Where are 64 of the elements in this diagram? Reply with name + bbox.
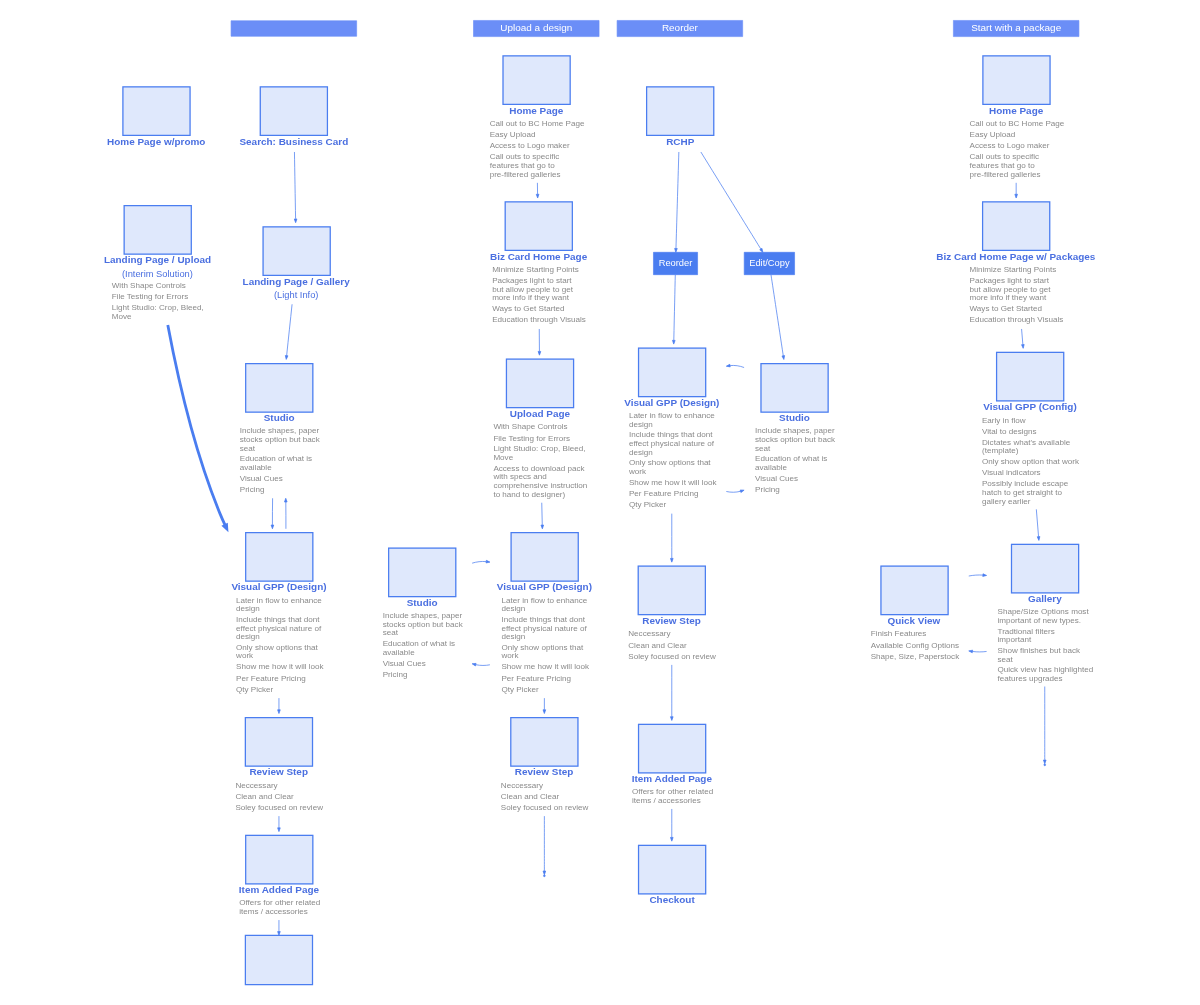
arrow	[542, 697, 547, 714]
arrow	[725, 489, 745, 493]
node-label: Item Added Page	[631, 773, 712, 785]
node-box: Upload a design	[473, 20, 600, 37]
arrow	[540, 502, 544, 530]
arrow	[277, 815, 281, 832]
node-label: (Interim Solution)	[121, 268, 193, 279]
node-label: Search: Business Card	[239, 135, 349, 147]
node-label: Visual GPP (Config)	[983, 401, 1077, 413]
node-label: Home Page w/promo	[107, 135, 206, 147]
node-box	[244, 934, 314, 986]
arrow	[277, 919, 281, 936]
arrow	[1021, 328, 1025, 349]
node-label: Visual GPP (Design)	[496, 581, 592, 593]
arrow	[166, 324, 229, 533]
node-label: Review Step	[514, 766, 574, 778]
node-bar	[230, 20, 357, 37]
node-label: Review Step	[249, 766, 308, 778]
node-label: Home Page	[509, 104, 564, 116]
node-label: Landing Page / Gallery	[242, 275, 350, 287]
arrow	[535, 182, 540, 199]
node-label: Studio	[779, 412, 810, 424]
arrow	[700, 151, 764, 253]
node-label: Studio	[263, 412, 295, 424]
node-label: Quick View	[887, 614, 941, 626]
arrow	[968, 649, 987, 654]
arrow	[725, 363, 745, 368]
arrow	[293, 151, 298, 224]
arrow	[770, 274, 785, 360]
arrow	[284, 303, 293, 360]
node-box: Reorder	[616, 20, 743, 37]
node-label: Biz Card Home Page w/ Packages	[936, 250, 1096, 262]
node-label: Review Step	[642, 614, 701, 626]
node-label: Studio	[406, 596, 438, 608]
arrow	[670, 808, 674, 842]
arrow	[1035, 509, 1041, 541]
arrow	[471, 663, 491, 667]
node-label: Visual GPP (Design)	[624, 396, 720, 408]
node-label: Visual GPP (Design)	[231, 581, 327, 593]
node-label: Item Added Page	[238, 884, 320, 896]
node-label: Checkout	[649, 894, 695, 905]
arrow	[270, 497, 275, 530]
arrow	[670, 513, 674, 563]
node-box: Reorder	[653, 252, 698, 275]
arrow	[284, 497, 288, 530]
arrow	[674, 151, 680, 253]
arrow	[471, 559, 491, 564]
node-label: Home Page	[989, 104, 1044, 116]
node-box: Edit/Copy	[743, 252, 795, 275]
arrow	[672, 274, 676, 345]
arrow	[542, 815, 547, 876]
node-label: RCHP	[666, 135, 695, 147]
node-label: Biz Card Home Page	[489, 250, 588, 262]
node-box: Start with a package	[953, 20, 1080, 37]
arrow	[968, 573, 987, 577]
arrow	[1043, 686, 1047, 765]
node-label: Gallery	[1027, 593, 1062, 605]
node-label: Landing Page / Upload	[103, 254, 212, 266]
arrow	[670, 664, 674, 721]
node-label: Upload Page	[509, 407, 571, 419]
node-label: (Light Info)	[273, 289, 319, 300]
arrow	[277, 697, 281, 714]
arrow	[1014, 182, 1018, 199]
arrow	[537, 328, 542, 356]
